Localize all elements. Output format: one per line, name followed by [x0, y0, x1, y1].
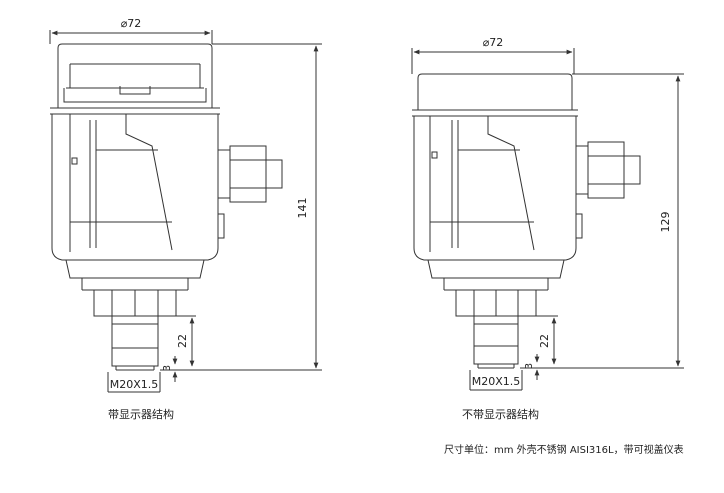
right-height-dim: 129 — [659, 212, 672, 233]
left-width-dim: ⌀72 — [121, 17, 142, 30]
right-small-dim: 3 — [524, 363, 535, 369]
left-height-dim: 141 — [296, 198, 309, 219]
right-view-drawing — [411, 48, 684, 391]
right-width-dim: ⌀72 — [483, 36, 504, 49]
left-thread-dim: 22 — [176, 334, 189, 348]
right-view-caption: 不带显示器结构 — [462, 408, 539, 421]
left-view-drawing — [49, 30, 322, 393]
right-thread-label: M20X1.5 — [472, 375, 521, 388]
right-thread-dim: 22 — [538, 334, 551, 348]
left-thread-label: M20X1.5 — [110, 378, 159, 391]
left-small-dim: 3 — [162, 365, 173, 371]
unit-note: 尺寸单位：mm 外壳不锈钢 AISI316L，带可视盖仪表 — [444, 445, 684, 456]
left-view-caption: 带显示器结构 — [108, 408, 174, 421]
